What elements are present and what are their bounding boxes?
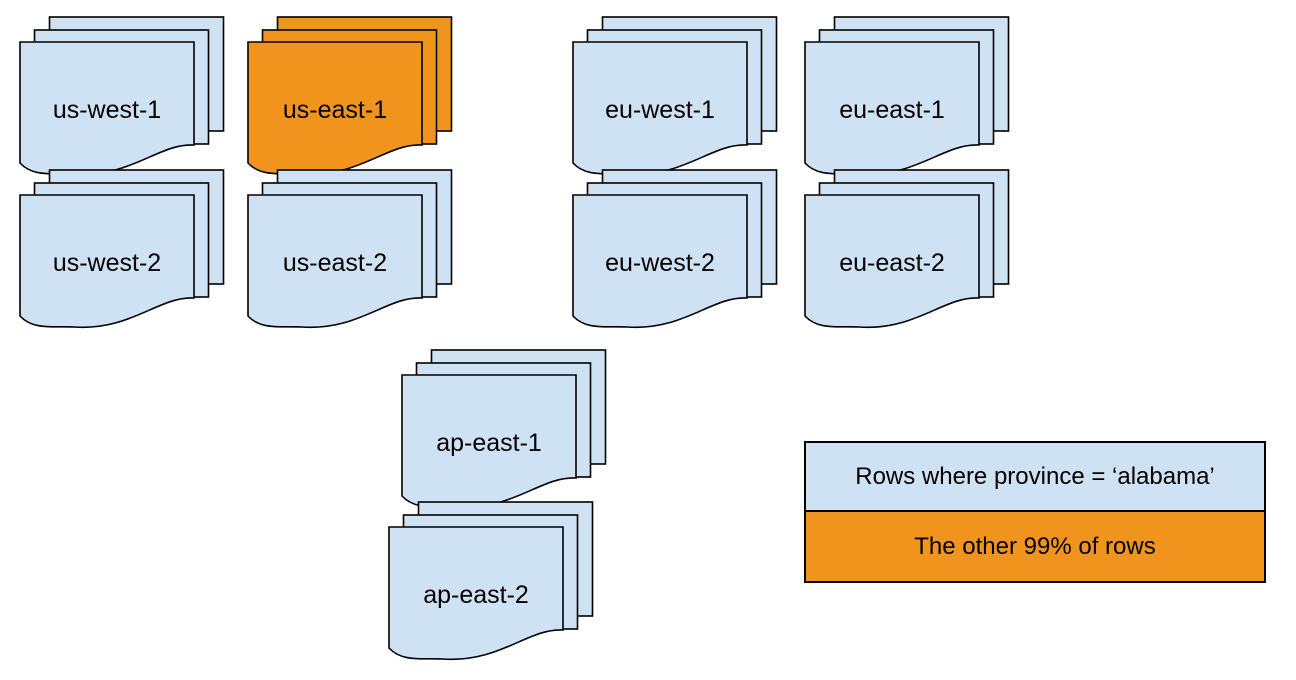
stack-eu-east-2: eu-east-2	[804, 169, 1010, 333]
legend: Rows where province = ‘alabama’ The othe…	[804, 441, 1266, 583]
legend-item-alabama-rows: Rows where province = ‘alabama’	[806, 443, 1264, 510]
stack-us-east-2: us-east-2	[247, 169, 453, 333]
stack-eu-west-1: eu-west-1	[572, 16, 778, 180]
stack-us-west-2: us-west-2	[19, 169, 225, 333]
document-stack-icon	[804, 16, 1010, 176]
document-stack-icon	[247, 16, 453, 176]
stack-ap-east-2: ap-east-2	[388, 501, 594, 665]
stack-eu-east-1: eu-east-1	[804, 16, 1010, 180]
document-stack-icon	[19, 169, 225, 329]
legend-item-label: The other 99% of rows	[914, 532, 1156, 560]
stack-us-west-1: us-west-1	[19, 16, 225, 180]
legend-item-label: Rows where province = ‘alabama’	[855, 462, 1215, 490]
stack-eu-west-2: eu-west-2	[572, 169, 778, 333]
document-stack-icon	[572, 16, 778, 176]
stack-us-east-1: us-east-1	[247, 16, 453, 180]
document-stack-icon	[572, 169, 778, 329]
document-stack-icon	[19, 16, 225, 176]
stack-ap-east-1: ap-east-1	[401, 349, 607, 513]
legend-item-other-rows: The other 99% of rows	[806, 510, 1264, 581]
document-stack-icon	[388, 501, 594, 661]
document-stack-icon	[247, 169, 453, 329]
document-stack-icon	[804, 169, 1010, 329]
document-stack-icon	[401, 349, 607, 509]
